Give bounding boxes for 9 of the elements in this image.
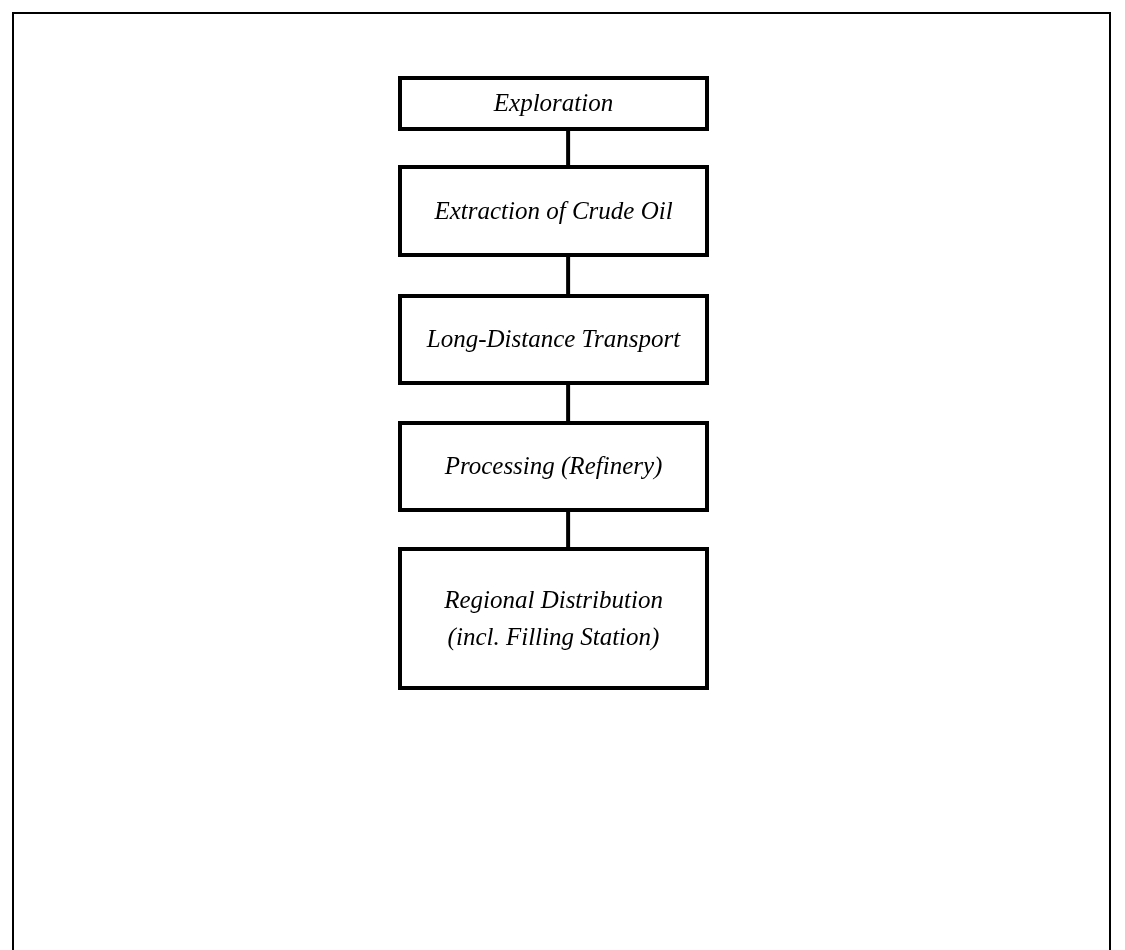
process-box: Exploration [398,76,709,131]
connector-line [566,512,571,547]
process-box: Extraction of Crude Oil [398,165,709,257]
process-box: Long-Distance Transport [398,294,709,385]
process-box: Processing (Refinery) [398,421,709,512]
connector-line [566,385,571,421]
connector-line [566,257,571,294]
process-box: Regional Distribution (incl. Filling Station) [398,547,709,690]
connector-line [566,131,571,165]
